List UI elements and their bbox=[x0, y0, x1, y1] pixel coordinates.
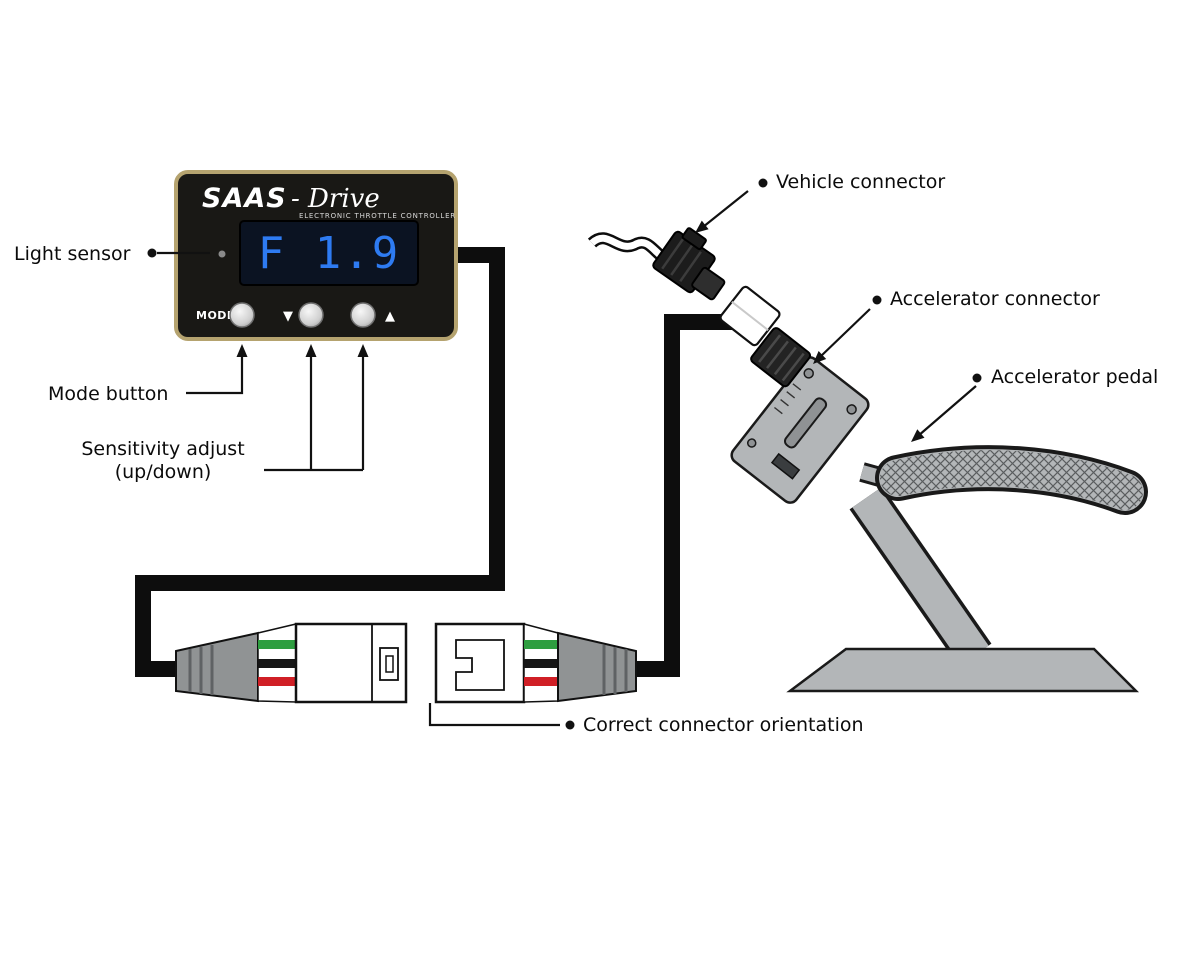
pedal-arm bbox=[852, 488, 989, 665]
label-light-sensor: Light sensor bbox=[14, 243, 131, 265]
label-accelerator-connector: Accelerator connector bbox=[890, 288, 1100, 310]
led-display bbox=[239, 220, 419, 286]
accelerator-connector-leader bbox=[819, 308, 871, 358]
up-arrow-icon: ▲ bbox=[385, 309, 395, 324]
wire-red bbox=[258, 677, 296, 686]
label-sensitivity: Sensitivity adjust (up/down) bbox=[70, 438, 256, 484]
label-mode-button: Mode button bbox=[48, 383, 169, 405]
pedal-base bbox=[786, 647, 1140, 693]
arrowhead bbox=[305, 344, 317, 357]
arrowhead bbox=[236, 344, 248, 357]
pedal-pad-texture bbox=[880, 450, 1143, 510]
left-cable-boot bbox=[175, 631, 259, 703]
label-correct-orientation: Correct connector orientation bbox=[583, 714, 864, 736]
vehicle-connector-leader bbox=[702, 190, 749, 228]
wiring-harness bbox=[135, 247, 746, 677]
arrowhead bbox=[357, 344, 369, 357]
label-vehicle-connector: Vehicle connector bbox=[776, 171, 946, 193]
controller-cable bbox=[135, 247, 505, 677]
throttle-controller: SAAS - Drive ELECTRONIC THROTTLE CONTROL… bbox=[174, 170, 458, 341]
bullet-dot bbox=[972, 373, 982, 383]
light-sensor-dot bbox=[218, 250, 226, 258]
sensitivity-down-button[interactable] bbox=[298, 302, 324, 328]
vehicle-connector-assembly bbox=[587, 227, 781, 347]
right-cable-boot bbox=[557, 631, 637, 703]
arrowhead bbox=[695, 220, 709, 233]
label-sensitivity-line2: (up/down) bbox=[114, 460, 212, 483]
right-connector-cavity bbox=[455, 639, 505, 691]
brand-logo: SAAS bbox=[202, 183, 287, 214]
left-connector-pin bbox=[385, 655, 394, 673]
mode-label: MODE bbox=[196, 309, 235, 322]
wire-green bbox=[524, 640, 558, 649]
bullet-dot bbox=[565, 720, 575, 730]
down-arrow-icon: ▼ bbox=[283, 309, 293, 324]
display-value: F 1.9 bbox=[258, 228, 400, 279]
label-accelerator-pedal: Accelerator pedal bbox=[991, 366, 1159, 388]
brand-subtitle: ELECTRONIC THROTTLE CONTROLLER bbox=[299, 212, 456, 220]
pedal-connector-icon bbox=[750, 327, 812, 388]
sensitivity-up-button[interactable] bbox=[350, 302, 376, 328]
vehicle-wire bbox=[589, 234, 667, 261]
wire-green bbox=[258, 640, 296, 649]
mode-button-leader bbox=[186, 356, 244, 395]
callout-arrowheads bbox=[147, 178, 982, 730]
wire-black bbox=[524, 659, 558, 668]
pedal-mount-plate bbox=[730, 356, 870, 504]
wire-red bbox=[524, 677, 558, 686]
label-sensitivity-line1: Sensitivity adjust bbox=[81, 438, 245, 460]
orientation-leader bbox=[428, 703, 560, 727]
coupler-icon bbox=[691, 266, 726, 301]
brand-script: - Drive bbox=[291, 184, 380, 214]
wire-black bbox=[258, 659, 296, 668]
bullet-dot bbox=[872, 295, 882, 305]
bullet-dot bbox=[758, 178, 768, 188]
arrowhead bbox=[911, 429, 925, 442]
connector-pair bbox=[175, 622, 637, 704]
bullet-dot bbox=[147, 248, 157, 258]
accelerator-pedal-assembly bbox=[730, 327, 1148, 693]
callout-leaders bbox=[157, 190, 977, 727]
accelerator-plug-white bbox=[719, 285, 781, 347]
arrowhead bbox=[813, 351, 827, 364]
accelerator-pedal-leader bbox=[917, 385, 977, 437]
mode-button[interactable] bbox=[229, 302, 255, 328]
pedal-cable bbox=[630, 314, 746, 677]
